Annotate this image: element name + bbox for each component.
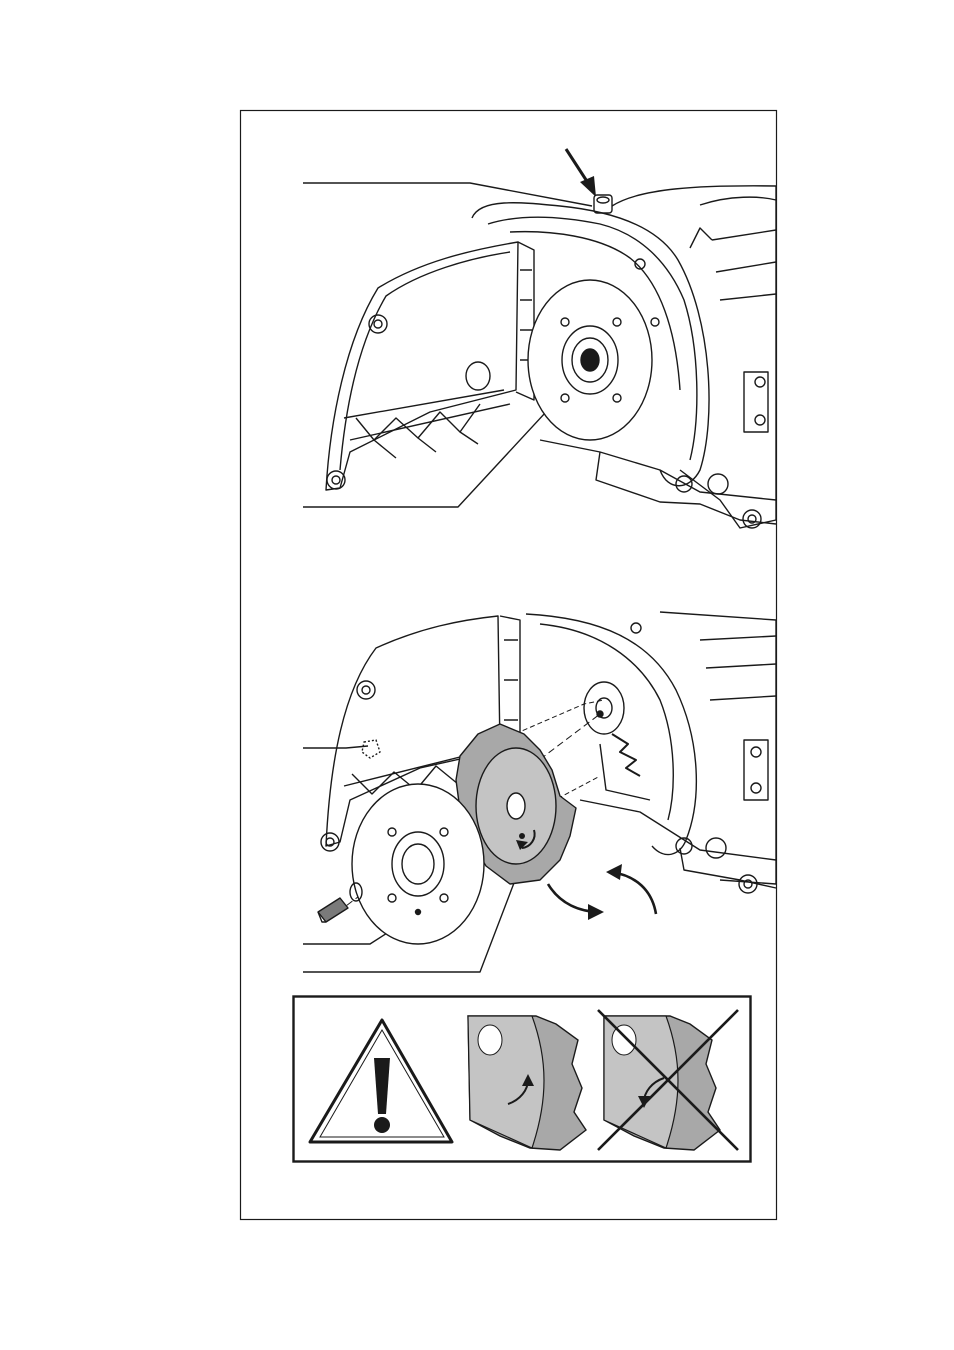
blade-incorrect-rotation: [604, 1016, 720, 1150]
outer-flange: [352, 784, 484, 944]
leader-line-spindle-lock: [303, 183, 592, 206]
base-plate: [540, 440, 776, 500]
leader-line-cover-tab: [303, 746, 368, 748]
rotation-arrow-icon: [548, 864, 656, 920]
panel-blade-mount: [303, 612, 776, 972]
panel-warning: [294, 997, 751, 1162]
hex-bolt: [318, 898, 348, 922]
panel-open-guard: [303, 149, 776, 528]
hinged-cover: [326, 242, 518, 490]
arrow-down-icon: [566, 149, 596, 197]
spindle-lock-button: [594, 195, 612, 213]
